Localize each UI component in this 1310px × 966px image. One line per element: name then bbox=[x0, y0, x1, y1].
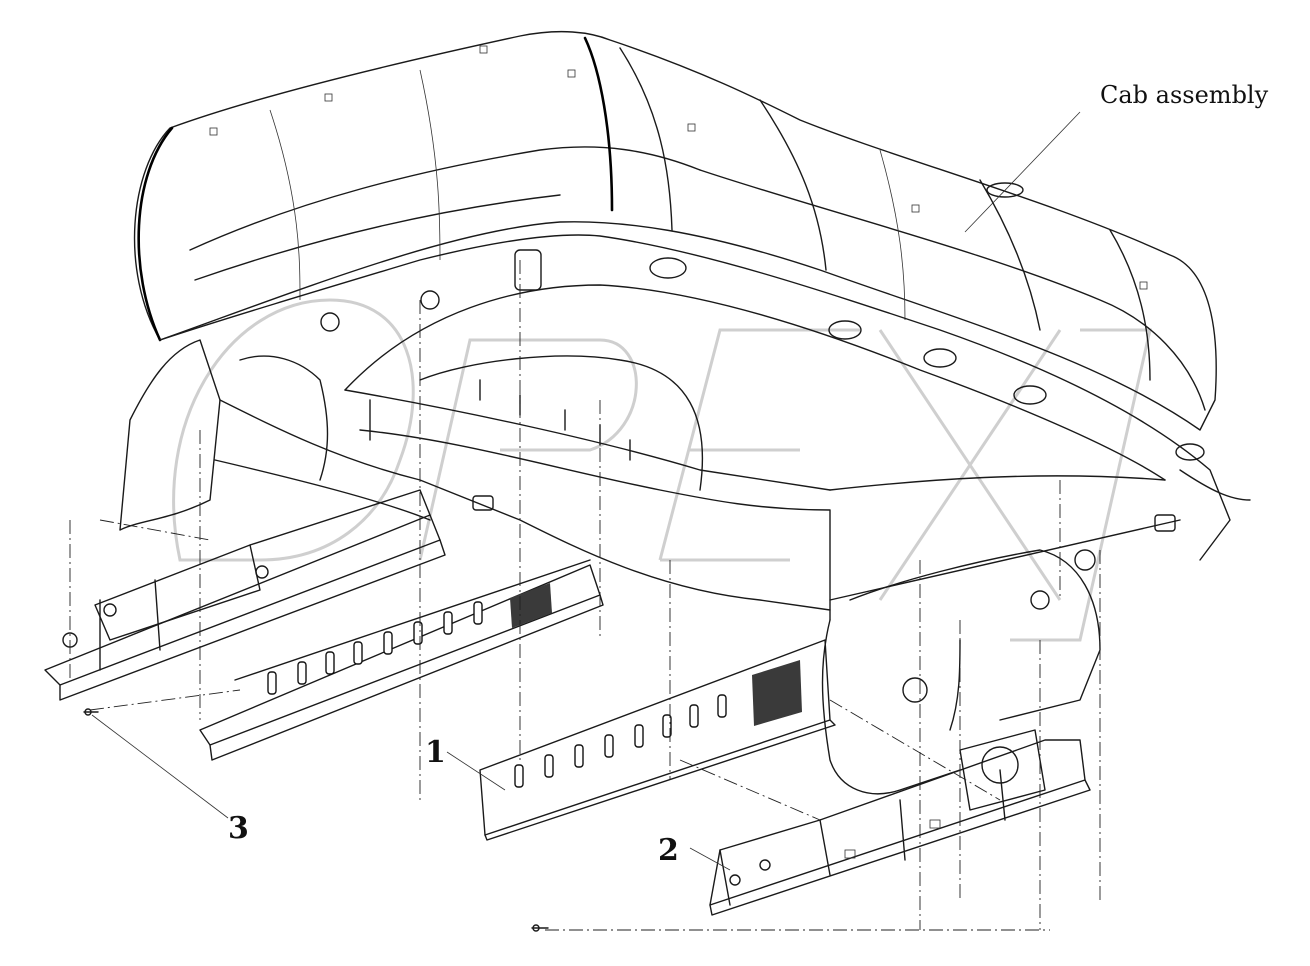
part-1-label: 1 bbox=[425, 735, 446, 770]
left-sill-panel bbox=[44, 489, 446, 701]
sill-trim-part-1 bbox=[479, 639, 836, 841]
cab-assembly-body bbox=[133, 30, 1217, 431]
assembly-guide-lines bbox=[69, 260, 1101, 931]
middle-sill-trim bbox=[199, 559, 604, 761]
leader-lines bbox=[91, 111, 1081, 871]
watermark bbox=[172, 298, 1152, 642]
fastener-screws bbox=[83, 708, 549, 932]
part-3-label: 3 bbox=[228, 811, 249, 846]
part-2-label: 2 bbox=[658, 833, 679, 868]
bracket-part-2 bbox=[709, 729, 1091, 916]
cab-lower-body bbox=[119, 234, 1251, 795]
cab-assembly-label: Cab assembly bbox=[1100, 81, 1269, 109]
